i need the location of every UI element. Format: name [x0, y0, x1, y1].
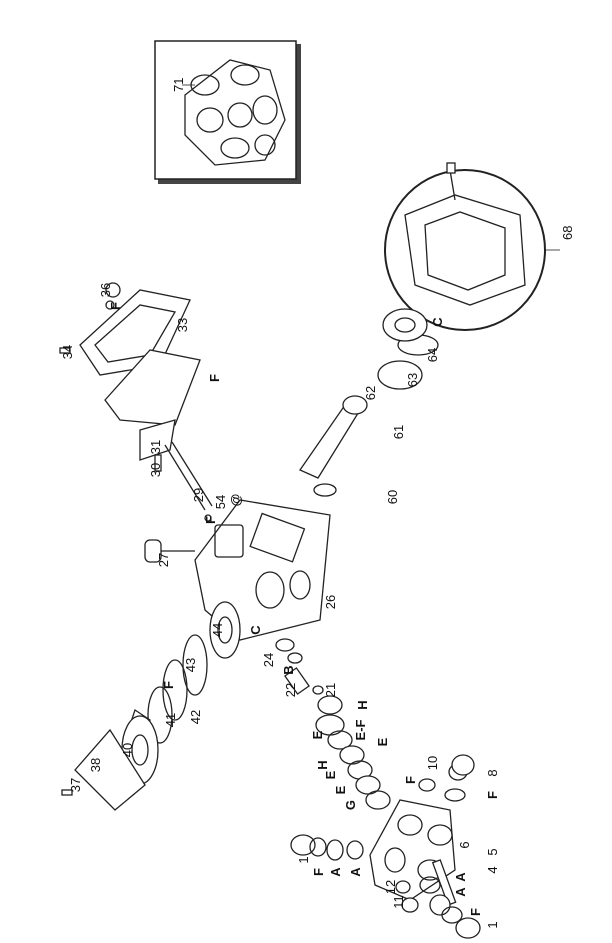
- part-label: B: [281, 665, 296, 674]
- part-label: 5: [485, 848, 500, 855]
- part-label: 43: [183, 658, 198, 672]
- part-label: 1: [485, 921, 500, 928]
- part-label: 27: [156, 553, 171, 567]
- label-71: 71: [171, 78, 186, 92]
- part-label: 26: [323, 595, 338, 609]
- part-label: F: [203, 516, 218, 524]
- part-label: 29: [191, 488, 206, 502]
- part-label: A: [453, 872, 468, 882]
- part-label: F: [161, 681, 176, 689]
- part-label: E: [333, 785, 348, 794]
- seal-stack: [275, 638, 391, 810]
- valve-assemblies: [290, 834, 481, 939]
- oil-gauge-27: [144, 539, 195, 563]
- part-label: 10: [425, 756, 440, 770]
- part-label: 4: [485, 866, 500, 873]
- part-label: 31: [148, 440, 163, 454]
- part-label: F: [403, 776, 418, 784]
- part-label: G: [343, 800, 358, 810]
- part-label: 44: [210, 623, 225, 637]
- crankshaft: [299, 308, 439, 497]
- part-label: H: [355, 700, 370, 709]
- part-label: C: [430, 317, 445, 327]
- part-label: E-F: [353, 719, 368, 740]
- part-label: 24: [261, 653, 276, 667]
- part-label: E: [323, 770, 338, 779]
- part-label: 61: [391, 425, 406, 439]
- label-68: 68: [560, 226, 575, 240]
- part-label: A: [328, 867, 343, 877]
- part-label: 1: [296, 856, 311, 863]
- detail-circle-68: 68: [384, 162, 575, 331]
- part-label: 36: [98, 283, 113, 297]
- part-label: H: [315, 760, 330, 769]
- part-label: 33: [175, 318, 190, 332]
- part-label: 6: [457, 841, 472, 848]
- connecting-rod: [139, 419, 213, 522]
- part-label: 8: [485, 769, 500, 776]
- part-label: A: [453, 887, 468, 897]
- part-label: C: [248, 625, 263, 635]
- part-label: 60: [385, 490, 400, 504]
- part-label: F: [108, 302, 123, 310]
- manifold-kit-71: [184, 59, 286, 166]
- part-label: 30: [148, 463, 163, 477]
- part-label: 37: [68, 778, 83, 792]
- part-label: 11: [391, 895, 406, 909]
- part-label: 42: [188, 710, 203, 724]
- part-label: F: [468, 908, 483, 916]
- part-label: 34: [60, 345, 75, 359]
- crankcase-cover: [59, 282, 201, 426]
- part-label: 21: [323, 683, 338, 697]
- manifold-head-6: [369, 754, 475, 906]
- part-label: 38: [88, 758, 103, 772]
- part-label: 54: [213, 495, 228, 509]
- inset-box-71: 71: [154, 40, 301, 184]
- part-label: @: [228, 494, 243, 507]
- part-label: 64: [425, 348, 440, 362]
- part-label: F: [207, 374, 222, 382]
- bearing-flange-parts: [61, 601, 241, 811]
- part-label: 22: [283, 683, 298, 697]
- part-label: E: [310, 730, 325, 739]
- part-label: F: [311, 868, 326, 876]
- part-label: 41: [163, 713, 178, 727]
- part-label: E: [375, 737, 390, 746]
- part-label: 62: [363, 386, 378, 400]
- part-label: 12: [383, 880, 398, 894]
- part-label: 63: [405, 373, 420, 387]
- part-label: 40: [120, 743, 135, 757]
- part-label: F: [485, 791, 500, 799]
- part-label: A: [348, 867, 363, 877]
